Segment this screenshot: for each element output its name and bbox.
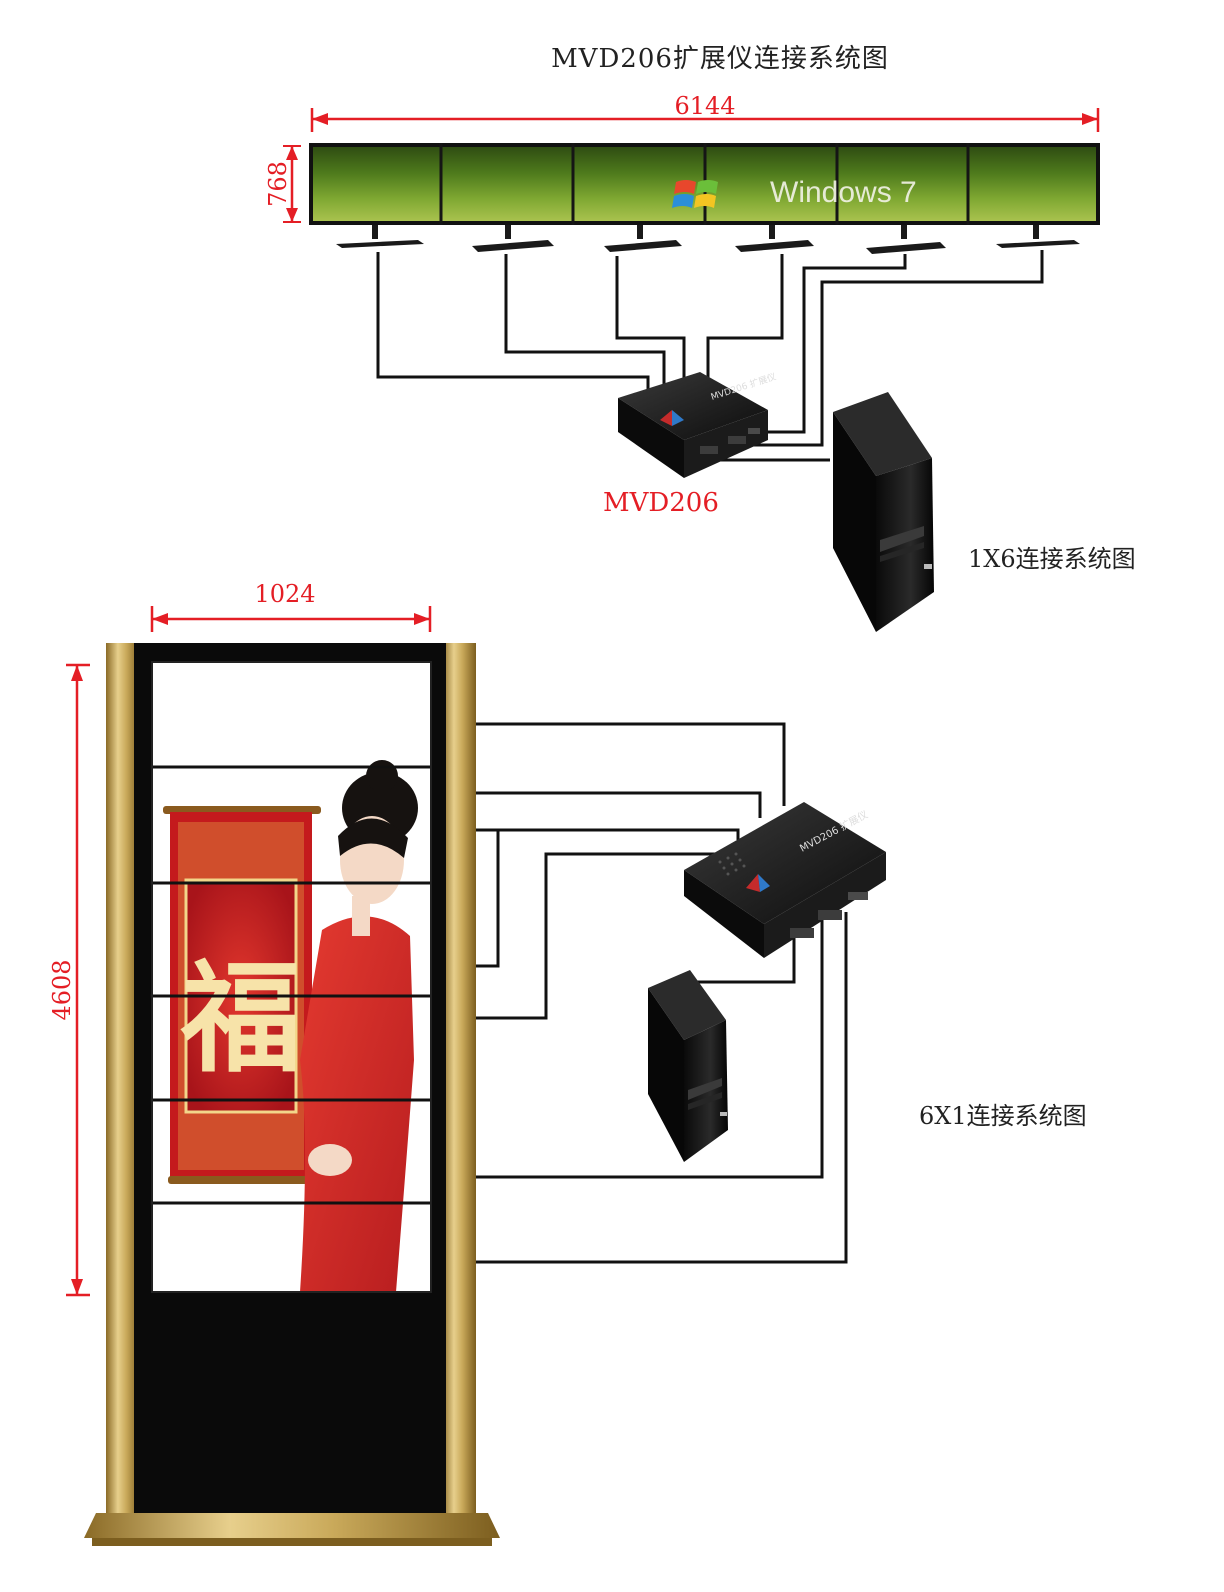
bottom-height-dimension: 4608 (48, 663, 90, 1297)
bottom-height-label: 4608 (48, 959, 76, 1020)
top-height-dimension: 768 (264, 145, 301, 223)
bottom-cables (476, 722, 848, 1264)
bottom-pc-tower (648, 970, 728, 1162)
screen-split-lines (150, 765, 432, 1205)
windows-logo-icon (672, 180, 718, 208)
top-device-label: MVD206 (603, 488, 719, 518)
top-width-dimension: 6144 (310, 92, 1100, 132)
top-cables (376, 250, 1044, 462)
diagram-title: MVD206扩展仪连接系统图 (551, 44, 889, 74)
top-mvd206-device: MVD206 扩展仪 (618, 370, 778, 478)
monitor-row: Windows 7 (309, 143, 1100, 254)
bottom-width-dimension: 1024 (150, 580, 432, 632)
bottom-width-label: 1024 (254, 580, 315, 608)
top-caption: 1X6连接系统图 (968, 545, 1136, 573)
monitor-stands (336, 225, 1080, 254)
fu-character: 福 (180, 948, 301, 1089)
wallpaper-text: Windows 7 (770, 176, 917, 209)
top-width-label: 6144 (674, 92, 735, 120)
bottom-mvd206-device: MVD206 扩展仪 (684, 802, 886, 958)
bottom-caption: 6X1连接系统图 (919, 1102, 1087, 1130)
top-height-label: 768 (264, 161, 292, 207)
top-pc-tower (833, 392, 934, 632)
kiosk-stand: 福 (84, 643, 500, 1546)
